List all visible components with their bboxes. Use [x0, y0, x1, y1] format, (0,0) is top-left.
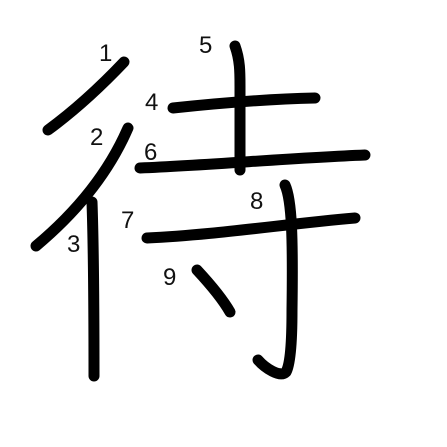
stroke-number-1: 1 [99, 40, 112, 67]
stroke-number-4: 4 [145, 89, 158, 116]
stroke-5 [229, 40, 246, 176]
stroke-1 [42, 56, 130, 136]
stroke-number-2: 2 [90, 124, 103, 151]
stroke-6 [134, 149, 371, 174]
stroke-number-3: 3 [67, 231, 80, 258]
stroke-number-9: 9 [163, 264, 176, 291]
stroke-3 [86, 196, 100, 382]
stroke-7 [141, 212, 361, 244]
stroke-8 [252, 179, 298, 380]
stroke-number-5: 5 [199, 32, 212, 59]
stroke-number-6: 6 [144, 139, 157, 166]
stroke-2 [30, 122, 134, 252]
stroke-9 [191, 264, 236, 318]
stroke-number-7: 7 [121, 207, 134, 234]
stroke-number-8: 8 [250, 188, 263, 215]
